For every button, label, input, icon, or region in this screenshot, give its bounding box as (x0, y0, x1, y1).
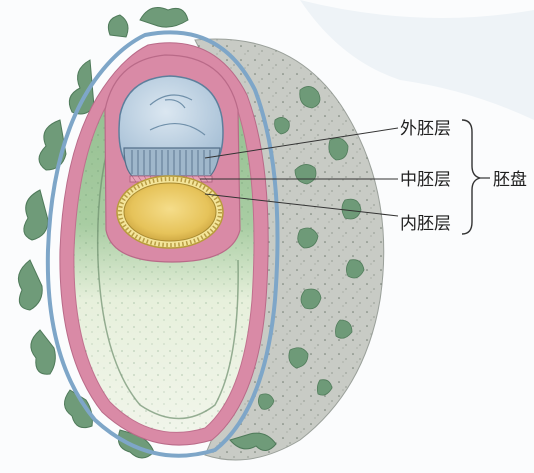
label-embryonic-disc: 胚盘 (493, 170, 527, 190)
bracket-brace (462, 120, 480, 234)
label-endoderm: 内胚层 (400, 214, 451, 234)
label-ectoderm: 外胚层 (400, 119, 451, 139)
label-mesoderm: 中胚层 (400, 170, 451, 190)
yolk-sac (117, 176, 223, 248)
ectoderm-layer (124, 148, 220, 176)
